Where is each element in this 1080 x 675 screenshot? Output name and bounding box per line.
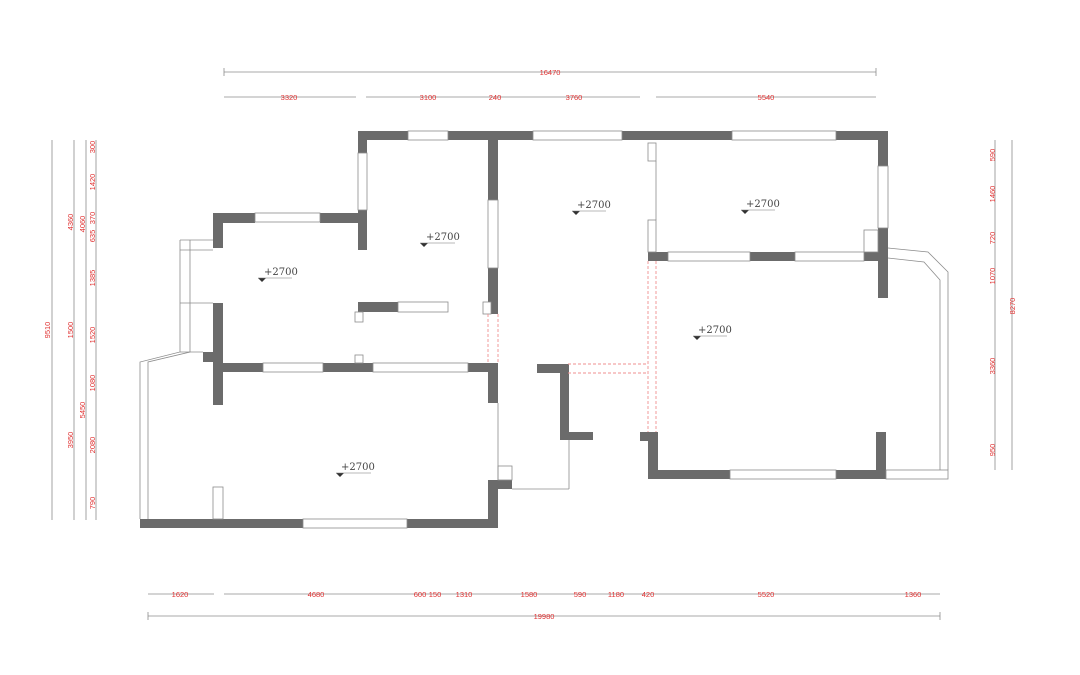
dim-bottom-10: 5520 <box>758 590 775 599</box>
dim-left-mid2-1: 4060 <box>78 216 87 233</box>
left-dimension-inner: 300 1420 370 635 1385 1520 1080 2080 790 <box>88 140 97 520</box>
dim-top-3: 240 <box>489 93 502 102</box>
dim-bottom-1: 1620 <box>172 590 189 599</box>
dim-left-inner-1: 300 <box>88 141 97 154</box>
level-text-3: +2700 <box>577 200 611 211</box>
dim-left-inner-2: 1420 <box>88 174 97 191</box>
dim-left-inner-3: 370 <box>88 212 97 225</box>
right-dimension-inner: 590 1460 720 1070 3360 950 <box>988 140 997 470</box>
dim-right-inner-5: 3360 <box>988 358 997 375</box>
level-text-2: +2700 <box>426 232 460 243</box>
level-marker-3: +2700 <box>572 200 611 215</box>
windows <box>139 130 949 529</box>
door-openings <box>487 261 657 432</box>
level-text-5: +2700 <box>698 325 732 336</box>
dim-bottom-8: 1180 <box>608 590 624 599</box>
left-dimension-outer: 9510 <box>43 140 53 520</box>
level-text-6: +2700 <box>341 462 375 473</box>
dim-top-2: 3100 <box>420 93 437 102</box>
level-text-4: +2700 <box>746 199 780 210</box>
dim-bottom-7: 590 <box>574 590 587 599</box>
dim-left-inner-5: 1385 <box>88 270 97 287</box>
level-marker-1: +2700 <box>258 267 298 282</box>
dim-left-inner-4: 635 <box>88 230 97 243</box>
dim-right-inner-4: 1070 <box>988 268 997 285</box>
bottom-dimension-total: 19980 <box>147 612 941 621</box>
level-marker-2: +2700 <box>420 232 460 247</box>
dim-top-5: 5540 <box>758 93 775 102</box>
level-text-1: +2700 <box>264 267 298 278</box>
dim-right-inner-6: 950 <box>988 444 997 457</box>
dim-left-inner-6: 1520 <box>88 327 97 344</box>
dim-left-inner-9: 790 <box>88 497 97 510</box>
dim-bottom-2: 4680 <box>308 590 325 599</box>
dim-top-total: 16470 <box>540 68 561 77</box>
dim-bottom-total: 19980 <box>534 612 555 621</box>
dim-top-4: 3760 <box>566 93 583 102</box>
left-dimension-mid1: 4360 3950 <box>66 140 75 520</box>
dim-top-1: 3320 <box>281 93 298 102</box>
dim-bottom-9: 420 <box>642 590 655 599</box>
dim-bottom-5: 1310 <box>456 590 473 599</box>
left-dimension-mid2: 4060 1500 5450 <box>66 140 87 520</box>
dim-right-inner-3: 720 <box>988 232 997 245</box>
top-dimension-total: 16470 <box>223 68 877 77</box>
dim-left-mid1-2: 3950 <box>66 432 75 449</box>
level-marker-4: +2700 <box>741 199 780 214</box>
right-dimension-outer: 8270 <box>1008 140 1017 470</box>
dim-right-inner-1: 590 <box>988 149 997 162</box>
dim-bottom-4: 150 <box>429 590 442 599</box>
dim-bottom-6: 1580 <box>521 590 538 599</box>
dim-left-mid2-2: 1500 <box>66 322 75 339</box>
top-dimension-chain: 3320 3100 240 3760 5540 <box>224 93 876 102</box>
dim-left-inner-8: 2080 <box>88 437 97 454</box>
level-marker-5: +2700 <box>693 325 732 340</box>
level-marker-6: +2700 <box>336 462 375 477</box>
dim-right-inner-2: 1460 <box>988 186 997 203</box>
dim-bottom-3: 600 <box>414 590 427 599</box>
dim-left-outer-1: 9510 <box>43 322 52 339</box>
dim-right-outer-1: 8270 <box>1008 298 1017 315</box>
bottom-dimension-chain: 1620 4680 600 150 1310 1580 590 1180 420… <box>148 590 940 599</box>
dim-left-inner-7: 1080 <box>88 375 97 392</box>
walls <box>140 131 888 528</box>
dim-bottom-11: 1360 <box>905 590 922 599</box>
dim-left-mid2-3: 5450 <box>78 402 87 419</box>
dim-left-mid1-1: 4360 <box>66 214 75 231</box>
